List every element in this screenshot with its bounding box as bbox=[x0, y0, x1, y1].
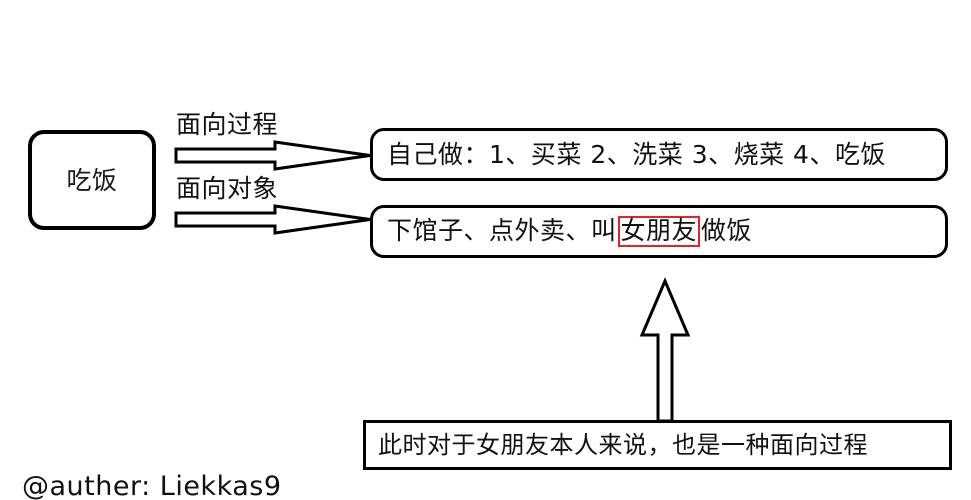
result-box-object-oriented-text: 下馆子、点外卖、叫女朋友做饭 bbox=[373, 216, 753, 247]
source-node-label: 吃饭 bbox=[66, 165, 118, 195]
result-text-after-highlight: 做饭 bbox=[701, 216, 753, 246]
edge-label-process-oriented: 面向过程 bbox=[176, 110, 279, 139]
edge-label-object-oriented: 面向对象 bbox=[176, 174, 279, 203]
result-text-before-highlight: 下馆子、点外卖、叫 bbox=[387, 216, 617, 246]
author-watermark: @auther: Liekkas9 bbox=[22, 471, 282, 500]
source-node-eating: 吃饭 bbox=[28, 130, 156, 230]
right-block-arrow-icon-2 bbox=[174, 204, 372, 236]
callout-note-text: 此时对于女朋友本人来说，也是一种面向过程 bbox=[378, 430, 868, 459]
up-block-arrow-icon bbox=[634, 277, 696, 424]
highlighted-term-girlfriend: 女朋友 bbox=[617, 216, 701, 247]
result-box-process-oriented: 自己做：1、买菜 2、洗菜 3、烧菜 4、吃饭 bbox=[370, 128, 948, 181]
right-block-arrow-icon-1 bbox=[174, 140, 372, 172]
result-box-object-oriented: 下馆子、点外卖、叫女朋友做饭 bbox=[370, 205, 948, 258]
callout-note-box: 此时对于女朋友本人来说，也是一种面向过程 bbox=[363, 420, 952, 470]
result-box-process-oriented-text: 自己做：1、买菜 2、洗菜 3、烧菜 4、吃饭 bbox=[387, 139, 886, 169]
